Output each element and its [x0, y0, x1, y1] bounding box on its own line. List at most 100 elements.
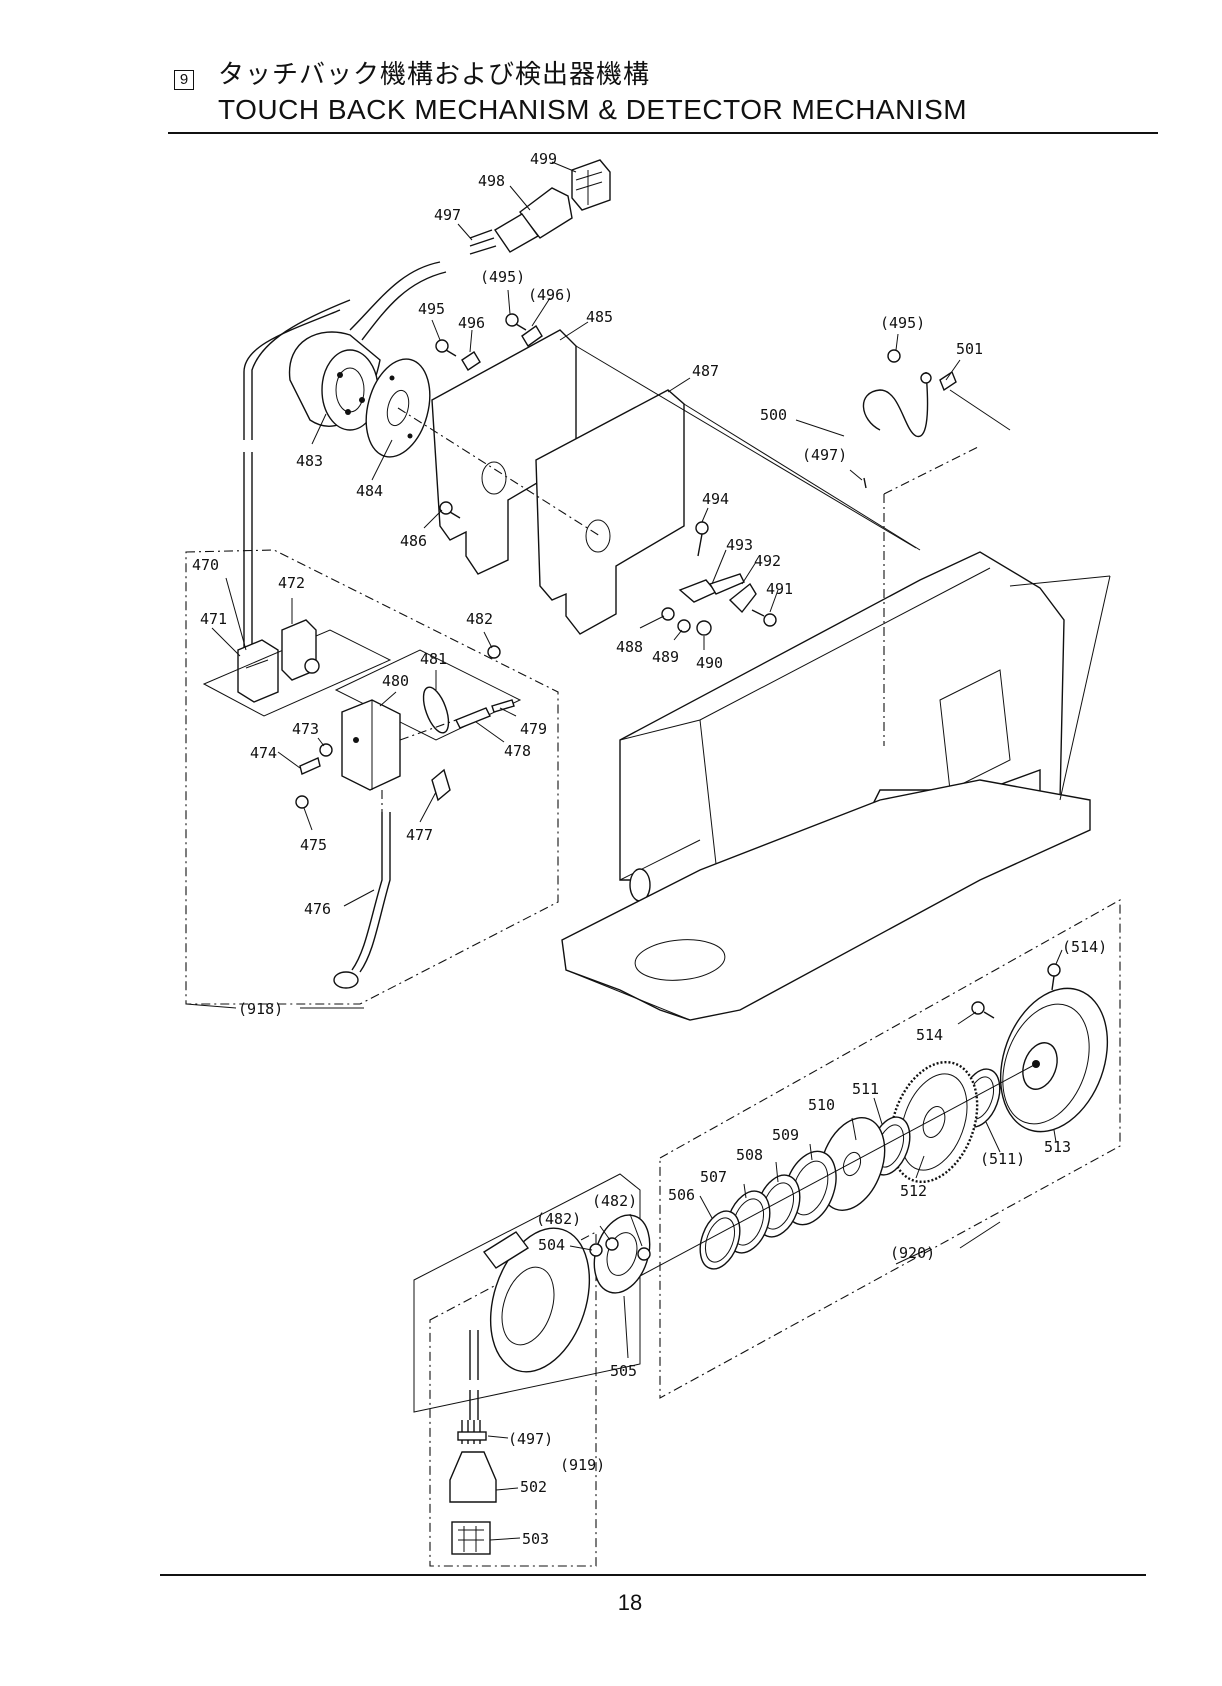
switch-472 [281, 619, 320, 681]
label-499: 499 [530, 150, 557, 168]
label-495: 495 [418, 300, 445, 318]
label-484: 484 [356, 482, 383, 500]
label-495-ref: (495) [480, 268, 525, 286]
lever-476 [333, 812, 391, 989]
label-473: 473 [292, 720, 319, 738]
sewing-machine-bed [561, 779, 1091, 1021]
page-number: 18 [617, 1590, 643, 1615]
screw-482-c [637, 1247, 651, 1261]
label-511: 511 [852, 1080, 879, 1098]
label-512: 512 [900, 1182, 927, 1200]
screw-494 [695, 521, 709, 557]
nut-473 [319, 743, 333, 757]
label-497-ref-b: (497) [508, 1430, 553, 1448]
connector-503 [451, 1521, 491, 1555]
label-498: 498 [478, 172, 505, 190]
plug-housing-502 [449, 1451, 497, 1503]
screw-479 [491, 699, 515, 713]
clip-477 [431, 768, 451, 802]
label-497-ref: (497) [802, 446, 847, 464]
gear-512 [889, 1060, 979, 1184]
label-514: 514 [916, 1026, 943, 1044]
label-472: 472 [278, 574, 305, 592]
screw-514 [971, 1001, 995, 1019]
label-505: 505 [610, 1362, 637, 1380]
plate-485 [431, 329, 577, 575]
label-502: 502 [520, 1478, 547, 1496]
label-471: 471 [200, 610, 227, 628]
group-920-outline [659, 899, 1121, 1399]
solenoid-480 [341, 699, 401, 791]
label-513: 513 [1044, 1138, 1071, 1156]
leader-lines [185, 161, 1063, 1541]
footer-rule [160, 1574, 1146, 1576]
title-english: TOUCH BACK MECHANISM & DETECTOR MECHANIS… [218, 94, 968, 125]
label-475: 475 [300, 836, 327, 854]
label-510: 510 [808, 1096, 835, 1114]
nut-475 [295, 795, 309, 809]
part-labels: 499 498 497 (495) (496) 495 496 485 487 … [192, 150, 1107, 1548]
label-504: 504 [538, 1236, 565, 1254]
label-485: 485 [586, 308, 613, 326]
screw-474 [299, 757, 321, 775]
label-508: 508 [736, 1146, 763, 1164]
nut-490 [696, 620, 712, 636]
connector-499 [571, 159, 611, 211]
bracket-471 [237, 639, 279, 703]
label-919: (919) [560, 1456, 605, 1474]
plate-481 [422, 686, 450, 734]
washer-489 [677, 619, 691, 633]
screw-514-b [1047, 963, 1061, 991]
plate-487 [535, 389, 685, 635]
label-493: 493 [726, 536, 753, 554]
label-486: 486 [400, 532, 427, 550]
label-487: 487 [692, 362, 719, 380]
label-918: (918) [238, 1000, 283, 1018]
terminals-497 [469, 229, 497, 255]
label-509: 509 [772, 1126, 799, 1144]
label-480: 480 [382, 672, 409, 690]
label-920: (920) [890, 1244, 935, 1262]
mount-plate [334, 649, 522, 741]
label-478: 478 [504, 742, 531, 760]
label-490: 490 [696, 654, 723, 672]
screw-482 [487, 645, 501, 659]
label-482: 482 [466, 610, 493, 628]
label-497: 497 [434, 206, 461, 224]
motor-483 [288, 331, 381, 431]
label-514-ref: (514) [1062, 938, 1107, 956]
group-919-outline [429, 1231, 597, 1567]
label-506: 506 [668, 1186, 695, 1204]
label-491: 491 [766, 580, 793, 598]
label-489: 489 [652, 648, 679, 666]
switch-493 [678, 573, 757, 614]
label-477: 477 [406, 826, 433, 844]
wire-500 [862, 349, 957, 489]
sensor-ring [482, 1227, 591, 1373]
label-495-ref-b: (495) [880, 314, 925, 332]
label-482-ref-b: (482) [536, 1210, 581, 1228]
label-511-ref: (511) [980, 1150, 1025, 1168]
ring-506 [699, 1210, 741, 1270]
title-japanese: タッチバック機構および検出器機構 [218, 60, 651, 90]
label-501: 501 [956, 340, 983, 358]
label-503: 503 [522, 1530, 549, 1548]
screw-495 [435, 339, 457, 357]
label-500: 500 [760, 406, 787, 424]
screw-495-b [505, 313, 527, 331]
label-470: 470 [192, 556, 219, 574]
cable-upper [349, 261, 441, 331]
label-474: 474 [250, 744, 277, 762]
plate-505 [593, 1214, 651, 1294]
label-494: 494 [702, 490, 729, 508]
label-507: 507 [700, 1168, 727, 1186]
sensor-cable [461, 1330, 481, 1444]
clip-496 [461, 351, 481, 371]
label-496-ref: (496) [528, 286, 573, 304]
washer-488 [661, 607, 675, 621]
label-483: 483 [296, 452, 323, 470]
screw-486 [439, 501, 461, 519]
pulley-513 [999, 987, 1109, 1133]
